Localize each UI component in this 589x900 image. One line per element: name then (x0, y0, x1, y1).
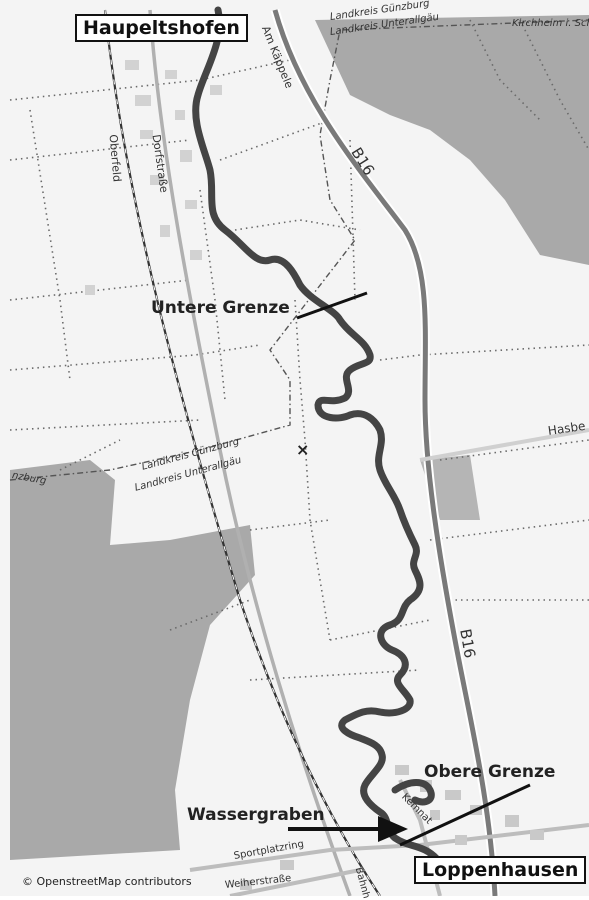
cross-marker-icon: × (296, 440, 309, 459)
upper-boundary-label: Obere Grenze (424, 762, 555, 782)
place-label-loppenhausen: Loppenhausen (414, 856, 586, 884)
lower-boundary-label: Untere Grenze (151, 298, 290, 318)
map-attribution[interactable]: © OpenstreetMap contributors (22, 875, 192, 888)
place-label-haupeltshofen: Haupeltshofen (75, 14, 248, 42)
road-label-kirchheim: Kirchheim i. Sch (512, 18, 589, 29)
ditch-label: Wassergraben (187, 805, 325, 825)
